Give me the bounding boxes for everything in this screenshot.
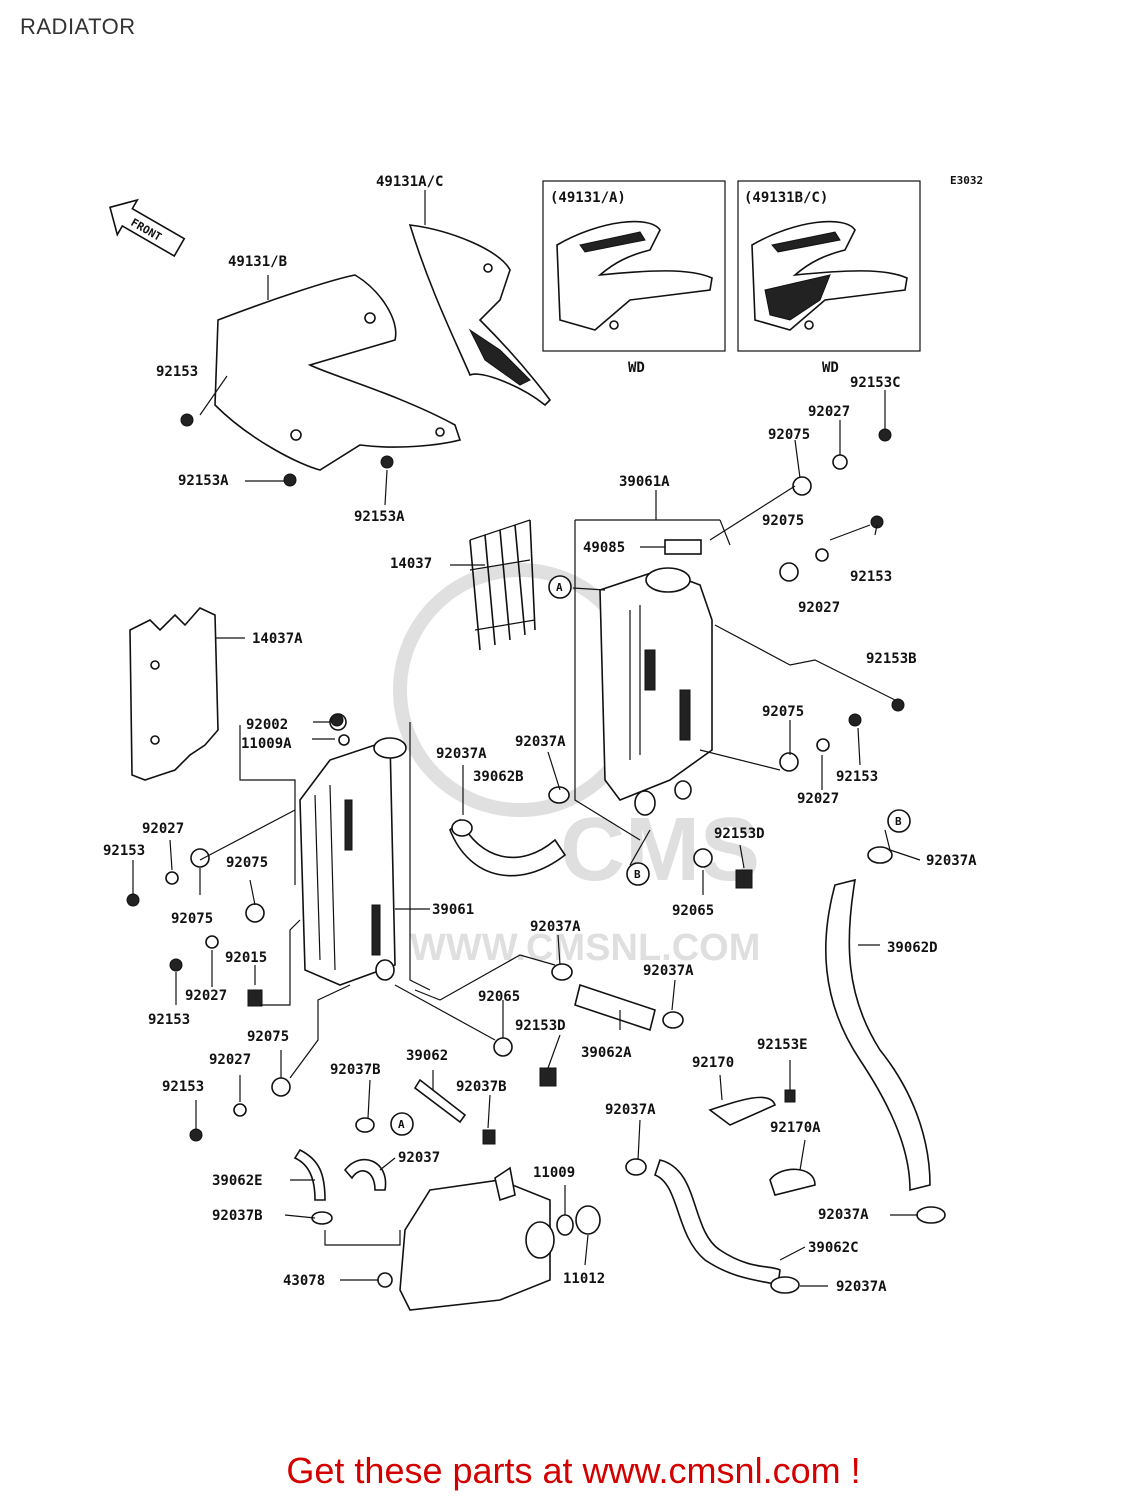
part-callout: 92075 bbox=[226, 855, 268, 871]
inset-title: (49131B/C) bbox=[744, 190, 828, 206]
part-callout: 92153 bbox=[850, 569, 892, 585]
part-callout: 92037B bbox=[456, 1079, 507, 1095]
leader-lines bbox=[132, 190, 921, 1287]
part-callout: 92170 bbox=[692, 1055, 734, 1071]
inset-49131A: (49131/A) WD bbox=[542, 180, 726, 376]
watermark-url: WWW.CMSNL.COM bbox=[410, 927, 760, 969]
part-callout: 39061 bbox=[432, 902, 474, 918]
part-callout: 14037A bbox=[252, 631, 303, 647]
part-callout: 92153 bbox=[156, 364, 198, 380]
radiator-shroud-left bbox=[214, 274, 462, 471]
radiator-guard-14037 bbox=[469, 519, 536, 651]
part-callout: 39062A bbox=[581, 1045, 632, 1061]
part-callout: 49131/B bbox=[228, 254, 287, 270]
hose-39062D bbox=[825, 878, 931, 1192]
ref-A-top: A bbox=[548, 575, 572, 599]
part-callout: 92027 bbox=[185, 988, 227, 1004]
fasteners bbox=[126, 413, 946, 1294]
part-callout: 92037A bbox=[515, 734, 566, 750]
part-callout: 92153D bbox=[714, 826, 765, 842]
ref-B-left: B bbox=[626, 862, 650, 886]
part-callout: 92075 bbox=[762, 513, 804, 529]
part-callout: 49085 bbox=[583, 540, 625, 556]
radiator-right bbox=[599, 567, 713, 816]
part-callout: 92027 bbox=[142, 821, 184, 837]
part-callout: 39062D bbox=[887, 940, 938, 956]
part-callout: 92153A bbox=[178, 473, 229, 489]
inset-title: (49131/A) bbox=[550, 190, 626, 206]
part-callout: 92037A bbox=[643, 963, 694, 979]
part-callout: 92065 bbox=[672, 903, 714, 919]
watermark: CMS WWW.CMSNL.COM bbox=[393, 563, 760, 969]
diagram-code: E3032 bbox=[950, 174, 983, 187]
part-callout: 92075 bbox=[762, 704, 804, 720]
part-callout: 92153 bbox=[836, 769, 878, 785]
part-callout: 92153E bbox=[757, 1037, 808, 1053]
part-callout: 11009A bbox=[241, 736, 292, 752]
part-callout: 92170A bbox=[770, 1120, 821, 1136]
hoses bbox=[293, 818, 931, 1287]
reservoir-tank bbox=[377, 1166, 555, 1311]
part-callout: 92153C bbox=[850, 375, 901, 391]
radiator-guard-14037A bbox=[129, 607, 219, 781]
hose-39062B bbox=[449, 818, 567, 877]
part-callout: 11009 bbox=[533, 1165, 575, 1181]
part-callout: 14037 bbox=[390, 556, 432, 572]
part-callout: 92153 bbox=[162, 1079, 204, 1095]
part-callout: 43078 bbox=[283, 1273, 325, 1289]
part-callout: 92153D bbox=[515, 1018, 566, 1034]
part-callout: 11012 bbox=[563, 1271, 605, 1287]
part-callout: 39062 bbox=[406, 1048, 448, 1064]
part-callout: 92037A bbox=[836, 1279, 887, 1295]
svg-text:A: A bbox=[398, 1118, 405, 1131]
part-callout: 92037B bbox=[212, 1208, 263, 1224]
front-arrow: FRONT bbox=[109, 198, 186, 258]
hose-39062C bbox=[654, 1159, 781, 1287]
part-callout: 39062B bbox=[473, 769, 524, 785]
page-title: RADIATOR bbox=[20, 14, 136, 39]
part-callout: 92037B bbox=[330, 1062, 381, 1078]
svg-text:B: B bbox=[895, 815, 902, 828]
footer-promo[interactable]: Get these parts at www.cmsnl.com ! bbox=[286, 1450, 861, 1491]
radiator-shroud-right bbox=[408, 224, 552, 407]
part-callout: 92002 bbox=[246, 717, 288, 733]
ref-B-right: B bbox=[887, 809, 911, 833]
part-callout: 92027 bbox=[798, 600, 840, 616]
inset-49131BC: (49131B/C) WD bbox=[737, 180, 921, 376]
part-callout: 39062C bbox=[808, 1240, 859, 1256]
part-callout: 92037A bbox=[530, 919, 581, 935]
part-callout: 92037A bbox=[436, 746, 487, 762]
part-callout: 92153 bbox=[148, 1012, 190, 1028]
callouts: 49131A/C 49131/B 92153 92153A 92153A 921… bbox=[103, 174, 977, 1295]
part-callout: 92037A bbox=[605, 1102, 656, 1118]
ref-A-bottom: A bbox=[390, 1112, 414, 1136]
part-callout: 92037A bbox=[926, 853, 977, 869]
inset-note: WD bbox=[628, 360, 645, 376]
part-callout: 39061A bbox=[619, 474, 670, 490]
part-callout: 92153B bbox=[866, 651, 917, 667]
hose-39062E bbox=[293, 1148, 326, 1201]
part-callout: 92153A bbox=[354, 509, 405, 525]
hose-39062 bbox=[413, 1078, 467, 1124]
inset-note: WD bbox=[822, 360, 839, 376]
part-callout: 92027 bbox=[808, 404, 850, 420]
part-callout: 39062E bbox=[212, 1173, 263, 1189]
part-callout: 92015 bbox=[225, 950, 267, 966]
part-callout: 92153 bbox=[103, 843, 145, 859]
watermark-brand: CMS bbox=[560, 800, 760, 900]
part-callout: 92075 bbox=[247, 1029, 289, 1045]
svg-text:A: A bbox=[556, 581, 563, 594]
radiator-left bbox=[299, 713, 407, 986]
hose-39062A bbox=[574, 983, 656, 1032]
part-callout: 92027 bbox=[797, 791, 839, 807]
part-callout: 92075 bbox=[171, 911, 213, 927]
part-callout: 92037 bbox=[398, 1150, 440, 1166]
part-callout: 49131A/C bbox=[376, 174, 443, 190]
svg-text:B: B bbox=[634, 868, 641, 881]
part-callout: 92075 bbox=[768, 427, 810, 443]
part-callout: 92065 bbox=[478, 989, 520, 1005]
part-callout: 92037A bbox=[818, 1207, 869, 1223]
part-callout: 92027 bbox=[209, 1052, 251, 1068]
